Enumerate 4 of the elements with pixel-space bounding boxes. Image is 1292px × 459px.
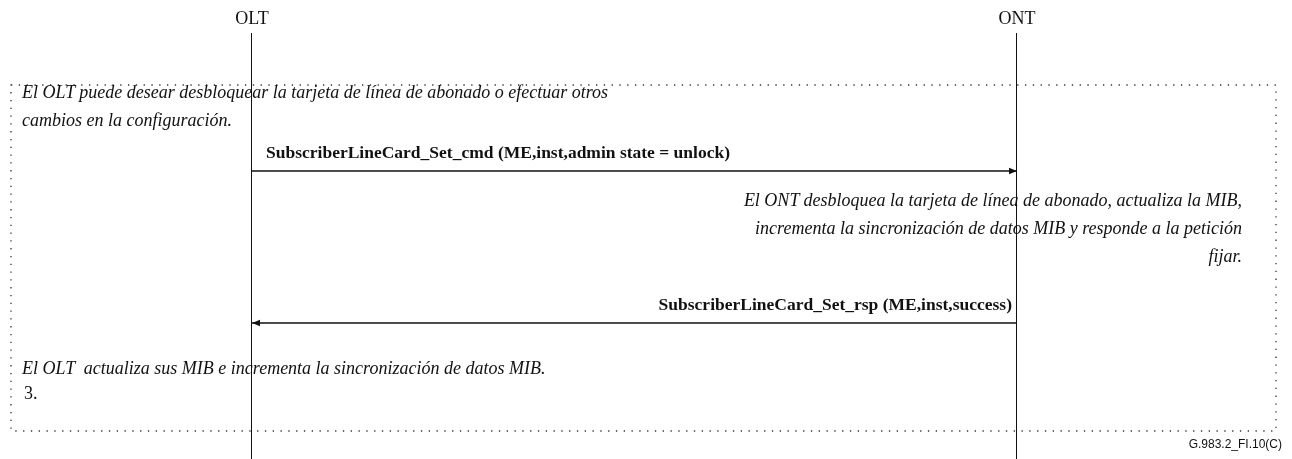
step-number: 3. [24,382,39,405]
figure-id: G.983.2_FI.10(C) [1187,436,1282,452]
message-arrow [251,319,1018,327]
message-arrow [251,167,1018,175]
